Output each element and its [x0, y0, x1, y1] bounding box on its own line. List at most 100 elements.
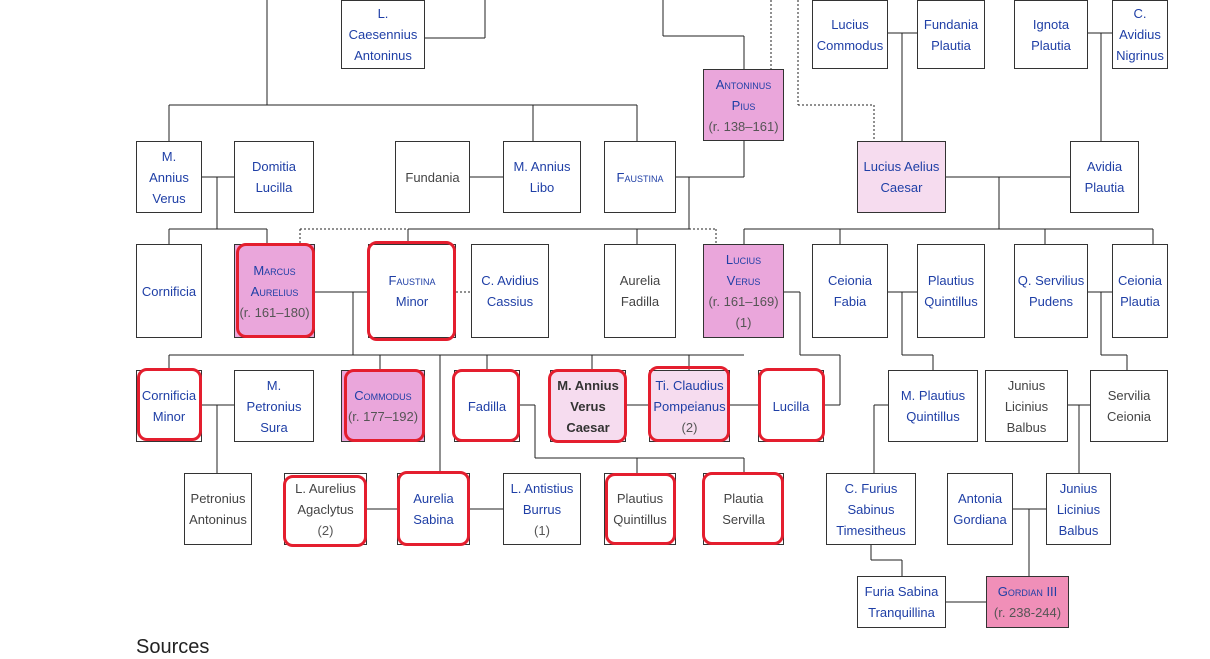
person-fundania: Fundania	[395, 141, 470, 213]
person-l-aurelius-agaclytus: L. Aurelius Agaclytus (2)	[284, 473, 367, 545]
person-name-line: Plautia	[931, 37, 971, 53]
person-name-line: Burrus	[522, 501, 562, 517]
person-name-line: Cornificia	[141, 388, 197, 403]
person-l-antistius-burrus[interactable]: L. Antistius Burrus (1)	[503, 473, 581, 545]
person-servilia-ceionia: Servilia Ceionia	[1090, 370, 1168, 442]
person-domitia-lucilla[interactable]: Domitia Lucilla	[234, 141, 314, 213]
person-l-caesennius-antoninus[interactable]: L. Caesennius Antoninus	[341, 0, 425, 69]
person-m-annius-verus[interactable]: M. Annius Verus	[136, 141, 202, 213]
person-name-line: Tranquillina	[868, 605, 935, 620]
person-plautius-quintillus[interactable]: Plautius Quintillus	[917, 244, 985, 338]
person-name-line: Aurelius	[250, 283, 299, 299]
person-plautia-servilla: Plautia Servilla	[703, 473, 784, 545]
person-lucilla[interactable]: Lucilla	[758, 370, 824, 442]
person-name-line: M.	[161, 148, 177, 164]
person-ignota-plautia[interactable]: Ignota Plautia	[1014, 0, 1088, 69]
reign-years: (r. 177–192)	[347, 409, 419, 424]
person-avidia-plautia[interactable]: Avidia Plautia	[1070, 141, 1139, 213]
spouse-order: (2)	[681, 419, 698, 435]
person-junius-licinius-balbus-2[interactable]: Junius Licinius Balbus	[1046, 473, 1111, 545]
person-m-annius-libo[interactable]: M. Annius Libo	[503, 141, 581, 213]
person-faustina[interactable]: Faustina	[604, 141, 676, 213]
person-name-line: Minor	[152, 409, 186, 424]
person-name-line: Pompeianus	[653, 398, 726, 414]
person-name-line: Gordiana	[953, 512, 1007, 527]
person-name-line: Sabina	[413, 512, 454, 527]
person-fundania-plautia[interactable]: Fundania Plautia	[917, 0, 985, 69]
person-name-line: Cassius	[486, 294, 534, 309]
person-q-servilius-pudens[interactable]: Q. Servilius Pudens	[1014, 244, 1088, 338]
person-name-line: Caesennius	[348, 27, 418, 42]
person-antoninus-pius[interactable]: Antoninus Pius (r. 138–161)	[703, 69, 784, 141]
person-fadilla[interactable]: Fadilla	[454, 370, 520, 442]
person-lucius-verus[interactable]: Lucius Verus (r. 161–169) (1)	[703, 244, 784, 338]
person-c-furius-sabinus-timesitheus[interactable]: C. Furius Sabinus Timesitheus	[826, 473, 916, 545]
person-name-line: Furia Sabina	[864, 584, 939, 599]
reign-years: (r. 238-244)	[993, 605, 1062, 620]
person-m-petronius-sura[interactable]: M. Petronius Sura	[234, 370, 314, 442]
person-m-plautius-quintillus[interactable]: M. Plautius Quintillus	[888, 370, 978, 442]
person-name-line: Plautia	[1120, 294, 1160, 309]
person-name-line: Ti. Claudius	[655, 377, 724, 393]
person-name-line: Gordian III	[997, 584, 1058, 599]
person-name-line: Antonia	[957, 491, 1003, 506]
person-name-line: Avidius	[1119, 27, 1161, 42]
person-name-line: Fadilla	[620, 294, 660, 309]
person-ceionia-fabia[interactable]: Ceionia Fabia	[812, 244, 888, 338]
person-name-line: L.	[377, 6, 389, 21]
person-name-line: Plautius	[927, 273, 975, 288]
person-name-line: Minor	[395, 294, 429, 309]
person-commodus[interactable]: Commodus (r. 177–192)	[341, 370, 425, 442]
person-name-line: Fundania	[405, 169, 460, 185]
person-m-annius-verus-caesar[interactable]: M. Annius Verus Caesar	[550, 370, 626, 442]
spouse-order: (1)	[534, 522, 550, 538]
person-furia-sabina-tranquillina[interactable]: Furia Sabina Tranquillina	[857, 576, 946, 628]
person-ceionia-plautia[interactable]: Ceionia Plautia	[1112, 244, 1168, 338]
person-name-line: C. Avidius	[481, 273, 539, 288]
person-name-line: L. Antistius	[510, 480, 574, 496]
person-name-line: Junius	[1007, 377, 1046, 393]
person-c-avidius-cassius[interactable]: C. Avidius Cassius	[471, 244, 549, 338]
person-name-line: Lucius	[831, 16, 869, 32]
person-name-line: Fabia	[833, 294, 867, 309]
person-lucius-aelius-caesar[interactable]: Lucius Aelius Caesar	[857, 141, 946, 213]
person-lucius-commodus[interactable]: Lucius Commodus	[812, 0, 888, 69]
person-cornificia-minor[interactable]: Cornificia Minor	[136, 370, 202, 442]
person-name-line: Plautia	[723, 491, 764, 506]
person-name-line: Fadilla	[467, 398, 507, 414]
person-name-line: Pius	[731, 97, 756, 113]
spouse-order: (1)	[735, 315, 752, 330]
person-name-line: Domitia	[251, 159, 297, 174]
person-ti-claudius-pompeianus[interactable]: Ti. Claudius Pompeianus (2)	[649, 370, 730, 442]
person-name-line: Fundania	[923, 16, 979, 32]
person-name-line: C. Furius	[844, 480, 898, 496]
person-petronius-antoninus: Petronius Antoninus	[184, 473, 252, 545]
person-name-line: Lucilla	[772, 398, 810, 414]
person-c-avidius-nigrinus[interactable]: C. Avidius Nigrinus	[1112, 0, 1168, 69]
person-name-line: Cornificia	[141, 283, 197, 299]
person-name-line: Licinius	[1004, 398, 1049, 414]
person-gordian-iii[interactable]: Gordian III (r. 238-244)	[986, 576, 1069, 628]
person-name-line: L. Aurelius	[295, 480, 356, 496]
person-name-line: Petronius	[190, 491, 246, 506]
person-faustina-minor[interactable]: Faustina Minor	[368, 244, 456, 338]
sources-heading: Sources	[136, 636, 210, 658]
person-aurelia-sabina[interactable]: Aurelia Sabina	[397, 473, 470, 545]
person-name-line: Faustina	[388, 273, 436, 288]
person-antonia-gordiana[interactable]: Antonia Gordiana	[947, 473, 1013, 545]
person-name-line: Libo	[529, 180, 555, 195]
person-name-line: Annius	[149, 169, 189, 185]
person-name-line: M. Plautius	[900, 388, 966, 403]
person-name-line: Aurelia	[619, 273, 661, 288]
person-name-line: Antoninus	[715, 76, 772, 92]
person-name-line: Ceionia	[1117, 273, 1163, 288]
person-name-line: Commodus	[354, 388, 412, 403]
person-marcus-aurelius[interactable]: Marcus Aurelius (r. 161–180)	[234, 244, 315, 338]
person-name-line: Verus	[570, 398, 606, 414]
person-cornificia[interactable]: Cornificia	[136, 244, 202, 338]
person-name-line: Timesitheus	[836, 522, 906, 538]
person-name-line: Pudens	[1028, 294, 1074, 309]
person-name-line: M.	[266, 377, 282, 393]
person-name-line: M. Annius	[513, 159, 571, 174]
